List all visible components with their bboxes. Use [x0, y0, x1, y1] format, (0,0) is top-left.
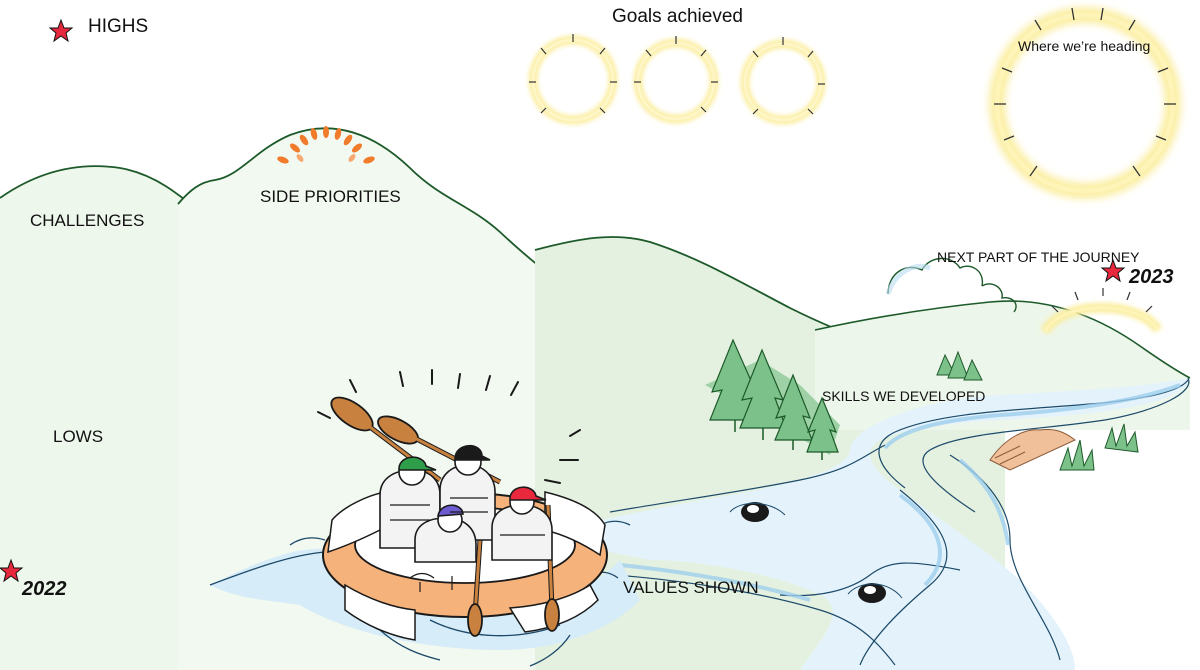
- small-trees: [936, 350, 983, 381]
- goals-achieved-label: Goals achieved: [612, 6, 743, 27]
- river: [600, 377, 1190, 670]
- riverbank-rock: [989, 423, 1139, 471]
- lows-label: LOWS: [53, 427, 104, 446]
- values-shown-label: VALUES SHOWN: [623, 578, 759, 597]
- rising-sun: [1040, 288, 1163, 335]
- challenges-label: CHALLENGES: [30, 211, 145, 230]
- skills-label: SKILLS WE DEVELOPED: [822, 388, 986, 404]
- river-rock-2: [847, 583, 903, 603]
- next-part-label: NEXT PART OF THE JOURNEY: [937, 249, 1140, 265]
- rafters: [379, 444, 553, 563]
- where-heading-label: Where we’re heading: [1018, 38, 1151, 54]
- trees-cluster: [705, 338, 840, 460]
- destination-sun: [989, 7, 1181, 199]
- goal-sun-1: [528, 34, 618, 125]
- highs-label: HIGHS: [88, 16, 149, 37]
- clouds: [885, 257, 1017, 313]
- star-2022: [0, 558, 24, 583]
- river-rock-1: [729, 502, 786, 522]
- excitement-lines: [317, 369, 581, 484]
- star-highs: [48, 18, 74, 43]
- side-priority-sunrise: [277, 126, 375, 164]
- star-2023: [1100, 258, 1126, 283]
- goal-sun-3: [740, 37, 826, 125]
- year-start: 2022: [22, 578, 67, 600]
- side-priorities-label: SIDE PRIORITIES: [260, 187, 401, 206]
- year-end: 2023: [1129, 266, 1174, 288]
- goal-sun-2: [633, 36, 719, 124]
